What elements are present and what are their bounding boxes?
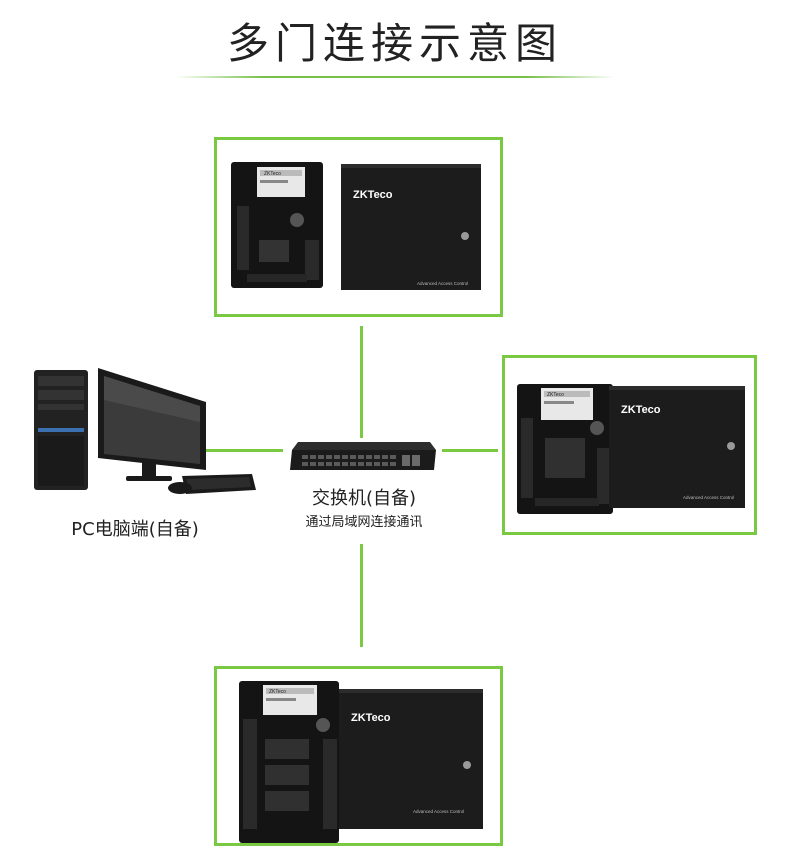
connector-bottom xyxy=(360,544,363,647)
controller-board: ZKTeco xyxy=(231,162,323,288)
monitor-icon xyxy=(98,368,206,481)
pc-label: PC电脑端(自备) xyxy=(71,519,199,540)
cabinet-caption: Advanced Access Control xyxy=(417,281,468,286)
board-brand: ZKTeco xyxy=(264,171,281,177)
connector-left xyxy=(205,449,283,452)
page-title: 多门连接示意图 xyxy=(226,19,563,68)
title-underline xyxy=(175,76,615,78)
controller-board: ZKTeco xyxy=(239,681,339,843)
cabinet-caption: Advanced Access Control xyxy=(413,809,464,814)
board-brand: ZKTeco xyxy=(269,689,286,695)
switch-ports xyxy=(302,455,420,466)
access-controller-bottom: ZKTeco ZKTeco Advanced Access Control xyxy=(239,681,483,843)
pc-illustration xyxy=(30,362,260,502)
controller-cabinet: ZKTeco Advanced Access Control xyxy=(339,689,483,829)
keyboard-icon xyxy=(182,474,256,494)
pc-tower-icon xyxy=(34,370,88,490)
cabinet-brand: ZKTeco xyxy=(621,404,661,416)
board-brand: ZKTeco xyxy=(547,392,564,398)
access-controller-box-right: ZKTeco ZKTeco Advanced Access Control xyxy=(502,355,757,535)
switch-sublabel: 通过局域网连接通讯 xyxy=(305,515,423,530)
access-controller-right: ZKTeco ZKTeco Advanced Access Control xyxy=(517,384,745,514)
cabinet-brand: ZKTeco xyxy=(351,712,391,724)
controller-cabinet: ZKTeco Advanced Access Control xyxy=(609,386,745,508)
cabinet-brand: ZKTeco xyxy=(353,189,393,201)
cabinet-caption: Advanced Access Control xyxy=(683,495,734,500)
connector-top xyxy=(360,326,363,438)
access-controller-box-bottom: ZKTeco ZKTeco Advanced Access Control xyxy=(214,666,503,846)
network-switch xyxy=(288,436,440,476)
mouse-icon xyxy=(168,482,192,494)
controller-cabinet: ZKTeco Advanced Access Control xyxy=(341,164,481,290)
switch-label: 交换机(自备) xyxy=(311,488,417,509)
controller-board: ZKTeco xyxy=(517,384,613,514)
connector-right xyxy=(442,449,498,452)
access-controller-box-top: ZKTeco ZKTeco Advanced Access Control xyxy=(214,137,503,317)
access-controller-top: ZKTeco ZKTeco Advanced Access Control xyxy=(231,162,481,290)
